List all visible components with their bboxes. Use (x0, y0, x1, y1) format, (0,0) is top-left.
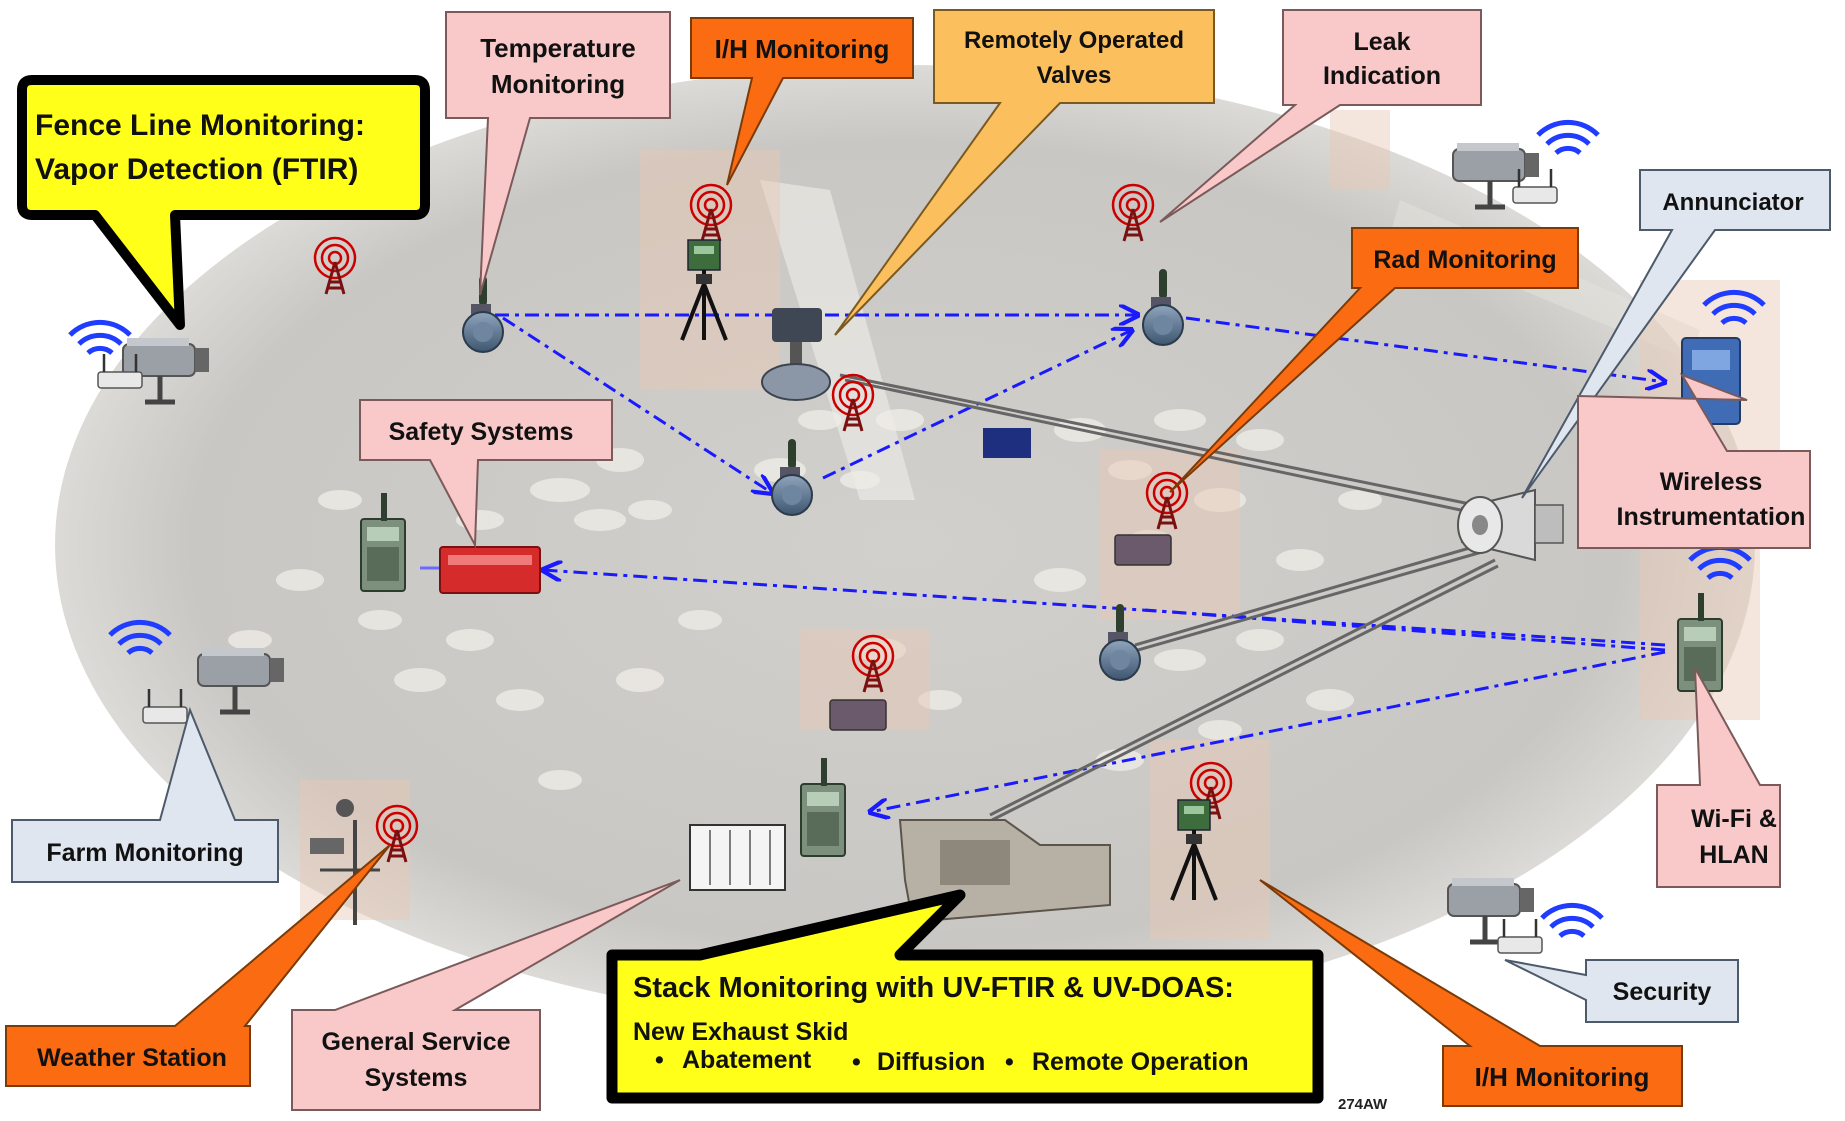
icons (70, 122, 1764, 955)
ih-monitoring-top-label: I/H Monitoring (715, 34, 890, 64)
stack-bullet: • (655, 1046, 664, 1074)
callout-remote-valves: Remotely Operated Valves (834, 9, 1215, 336)
fence-line-subtitle: Vapor Detection (FTIR) (35, 153, 358, 186)
temperature-label-1: Temperature (480, 33, 636, 63)
valve-icon (761, 308, 831, 401)
valves-label-1: Remotely Operated (964, 27, 1184, 54)
callout-wireless-instrumentation: Wireless Instrumentation (1577, 373, 1811, 549)
figure-code: 274AW (1338, 1096, 1388, 1113)
temperature-label-2: Monitoring (491, 69, 625, 99)
stack-item-diffusion: Diffusion (877, 1048, 985, 1076)
safety-panel-icon (439, 546, 541, 594)
leak-label-2: Indication (1323, 62, 1441, 90)
wifi-label-1: Wi-Fi & (1691, 805, 1777, 833)
fence-line-title: Fence Line Monitoring: (35, 109, 365, 142)
security-label: Security (1613, 978, 1712, 1006)
callout-leak: Leak Indication (1159, 9, 1482, 223)
general-service-label-1: General Service (321, 1028, 510, 1056)
horn-speaker-icon (1457, 488, 1564, 562)
stack-item-remote-operation: Remote Operation (1032, 1048, 1249, 1076)
callout-fence-line: Fence Line Monitoring: Vapor Detection (… (17, 75, 430, 330)
wireless-label-1: Wireless (1660, 468, 1763, 496)
cabinet-icon (689, 824, 786, 891)
rad-monitoring-label: Rad Monitoring (1373, 246, 1556, 274)
stack-subtitle: New Exhaust Skid (633, 1018, 848, 1046)
callout-wifi-hlan: Wi-Fi & HLAN (1656, 667, 1781, 888)
wireless-label-2: Instrumentation (1617, 503, 1806, 531)
safety-systems-label: Safety Systems (389, 418, 574, 446)
callout-weather-station: Weather Station (5, 844, 391, 1087)
annunciator-label: Annunciator (1662, 189, 1803, 216)
farm-monitoring-label: Farm Monitoring (46, 839, 243, 867)
callout-ih-monitoring-bottom: I/H Monitoring (1259, 879, 1683, 1107)
stack-item-abatement: Abatement (682, 1046, 812, 1074)
callout-general-service: General Service Systems (291, 879, 681, 1111)
leak-label-1: Leak (1354, 28, 1411, 56)
stack-title: Stack Monitoring with UV-FTIR & UV-DOAS: (633, 972, 1234, 1004)
callout-security: Security (1504, 959, 1739, 1023)
general-service-label-2: Systems (365, 1064, 468, 1092)
callout-ih-monitoring-top: I/H Monitoring (690, 17, 914, 186)
callout-rad-monitoring: Rad Monitoring (1169, 227, 1579, 493)
weather-station-label: Weather Station (37, 1044, 227, 1072)
wifi-label-2: HLAN (1699, 841, 1768, 869)
valves-label-2: Valves (1037, 62, 1112, 89)
callout-farm-monitoring: Farm Monitoring (11, 706, 279, 883)
callout-safety-systems: Safety Systems (359, 399, 613, 549)
ih-monitoring-bottom-label: I/H Monitoring (1475, 1062, 1650, 1092)
stack-bullet: • (1005, 1048, 1014, 1076)
callout-stack-monitoring: Stack Monitoring with UV-FTIR & UV-DOAS:… (606, 889, 1324, 1104)
callout-temperature: Temperature Monitoring (445, 11, 671, 296)
gauge-icon (829, 428, 1172, 731)
callout-annunciator: Annunciator (1521, 169, 1831, 499)
stack-bullet: • (852, 1048, 861, 1076)
